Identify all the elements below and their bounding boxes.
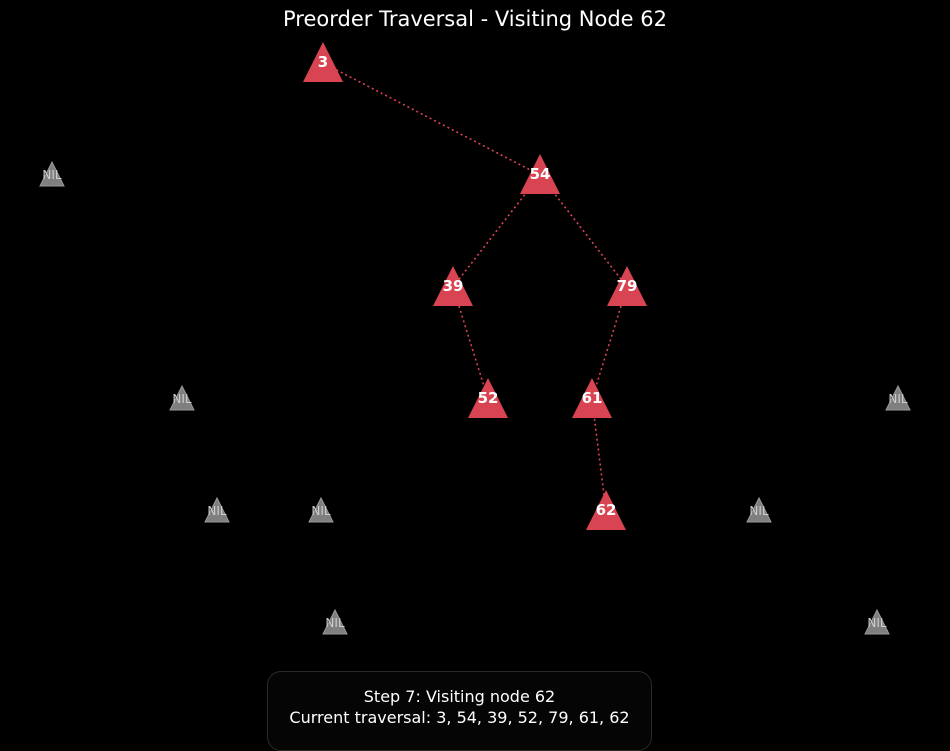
nil-label: NIL — [749, 504, 769, 518]
nil-node: NIL — [204, 496, 230, 523]
nil-triangle-icon — [204, 496, 230, 523]
nil-triangle-icon — [885, 384, 911, 411]
nil-label: NIL — [325, 616, 345, 630]
nil-triangle-icon — [39, 160, 65, 187]
edge-54-79 — [539, 174, 628, 288]
nodes-layer: 3 54 39 79 52 61 62 — [303, 42, 647, 530]
tree-node-62: 62 — [586, 490, 626, 530]
nil-label: NIL — [207, 504, 227, 518]
node-label: 61 — [582, 389, 603, 407]
node-label: 3 — [318, 53, 328, 71]
nil-node: NIL — [864, 608, 890, 635]
tree-node-79: 79 — [607, 266, 647, 306]
node-triangle-icon — [468, 378, 508, 418]
tree-node-39: 39 — [433, 266, 473, 306]
diagram-title: Preorder Traversal - Visiting Node 62 — [283, 7, 667, 31]
nil-label: NIL — [172, 392, 192, 406]
nil-label: NIL — [42, 168, 62, 182]
node-triangle-icon — [303, 42, 343, 82]
edge-54-39 — [452, 174, 541, 288]
nil-triangle-icon — [169, 384, 195, 411]
node-triangle-icon — [607, 266, 647, 306]
nil-triangle-icon — [864, 608, 890, 635]
nil-node: NIL — [308, 496, 334, 523]
step-text: Step 7: Visiting node 62 — [363, 687, 556, 706]
node-triangle-icon — [433, 266, 473, 306]
edges-layer — [322, 62, 628, 512]
tree-node-52: 52 — [468, 378, 508, 418]
nil-triangle-icon — [746, 496, 772, 523]
traversal-text: Current traversal: 3, 54, 39, 52, 79, 61… — [289, 708, 630, 727]
node-label: 79 — [617, 277, 638, 295]
nil-triangle-icon — [322, 608, 348, 635]
node-triangle-icon — [520, 154, 560, 194]
edge-3-54 — [322, 62, 541, 176]
nil-node: NIL — [746, 496, 772, 523]
nil-node: NIL — [322, 608, 348, 635]
nil-node: NIL — [169, 384, 195, 411]
tree-node-3: 3 — [303, 42, 343, 82]
nil-triangle-icon — [308, 496, 334, 523]
node-triangle-icon — [572, 378, 612, 418]
nil-label: NIL — [867, 616, 887, 630]
nil-layer: NIL NIL NIL NIL NIL NIL NIL NIL — [39, 160, 911, 635]
nil-node: NIL — [885, 384, 911, 411]
nil-label: NIL — [888, 392, 908, 406]
nil-label: NIL — [311, 504, 331, 518]
node-triangle-icon — [586, 490, 626, 530]
nil-node: NIL — [39, 160, 65, 187]
node-label: 52 — [478, 389, 499, 407]
tree-node-61: 61 — [572, 378, 612, 418]
edge-61-62 — [591, 398, 607, 512]
traversal-info-box: Step 7: Visiting node 62 Current travers… — [267, 671, 652, 751]
tree-node-54: 54 — [520, 154, 560, 194]
node-label: 62 — [596, 501, 617, 519]
node-label: 54 — [530, 165, 551, 183]
node-label: 39 — [443, 277, 464, 295]
